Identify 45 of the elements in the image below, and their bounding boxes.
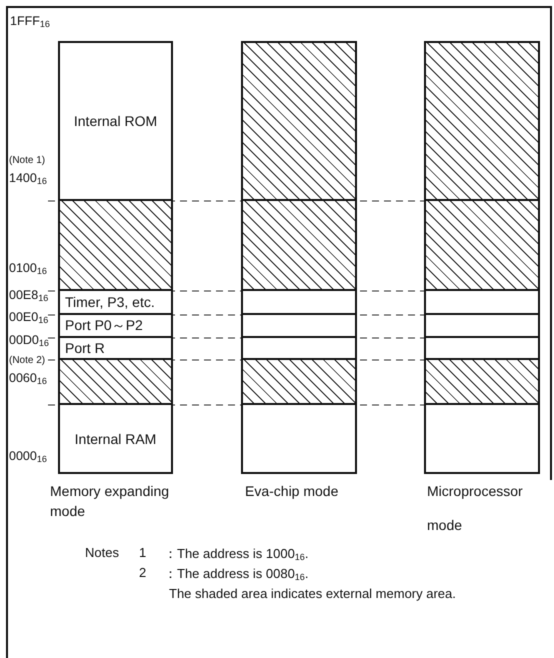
memory-block: [58, 289, 173, 315]
mode-caption: Eva-chip mode: [245, 482, 338, 501]
note-reference: (Note 2): [9, 355, 46, 366]
address-label: 1FFF$_{16}$: [10, 14, 50, 29]
address-label: 00D0$_{16}$: [9, 333, 49, 348]
hatched-memory-block: [241, 358, 357, 405]
address-label: 00E8$_{16}$: [9, 288, 48, 303]
memory-region-label: Timer, P3, etc.: [65, 294, 155, 310]
hatched-memory-block: [241, 199, 357, 291]
memory-block: [424, 313, 540, 338]
mode-caption: Microprocessor mode: [427, 482, 524, 535]
memory-block: [424, 289, 540, 315]
address-label: 0000$_{16}$: [9, 449, 47, 464]
memory-block: [424, 403, 540, 474]
note-text: ：The address is 0080$_{16}$.: [164, 565, 308, 583]
memory-block: [424, 336, 540, 360]
memory-block: [58, 403, 173, 474]
memory-region-label: Port P0～P2: [65, 316, 143, 334]
hatched-memory-block: [58, 358, 173, 405]
memory-block: [241, 289, 357, 315]
note-text: The shaded area indicates external memory area.: [169, 586, 456, 601]
hatched-memory-block: [58, 199, 173, 291]
memory-region-label: Internal RAM: [74, 430, 156, 446]
memory-block: [58, 41, 173, 201]
note-text: ：The address is 1000$_{16}$.: [164, 545, 308, 563]
memory-block: [241, 313, 357, 338]
hatched-memory-block: [241, 41, 357, 201]
hatched-memory-block: [424, 358, 540, 405]
memory-block: [241, 336, 357, 360]
note-text: 1: [139, 545, 146, 560]
memory-block: [58, 336, 173, 360]
memory-block: [58, 313, 173, 338]
address-label: 0060$_{16}$: [9, 371, 47, 386]
note-reference: (Note 1): [9, 155, 46, 166]
memory-block: [241, 403, 357, 474]
hatched-memory-block: [424, 41, 540, 201]
address-label: 1400$_{16}$: [9, 171, 47, 186]
memory-region-label: Internal ROM: [74, 113, 158, 129]
note-text: 2: [139, 565, 146, 580]
address-label: 00E0$_{16}$: [9, 310, 48, 325]
hatched-memory-block: [424, 199, 540, 291]
memory-region-label: Port R: [65, 340, 105, 356]
address-label: 0100$_{16}$: [9, 261, 47, 276]
mode-caption: Memory expanding mode: [50, 482, 170, 521]
note-text: Notes: [85, 545, 119, 560]
